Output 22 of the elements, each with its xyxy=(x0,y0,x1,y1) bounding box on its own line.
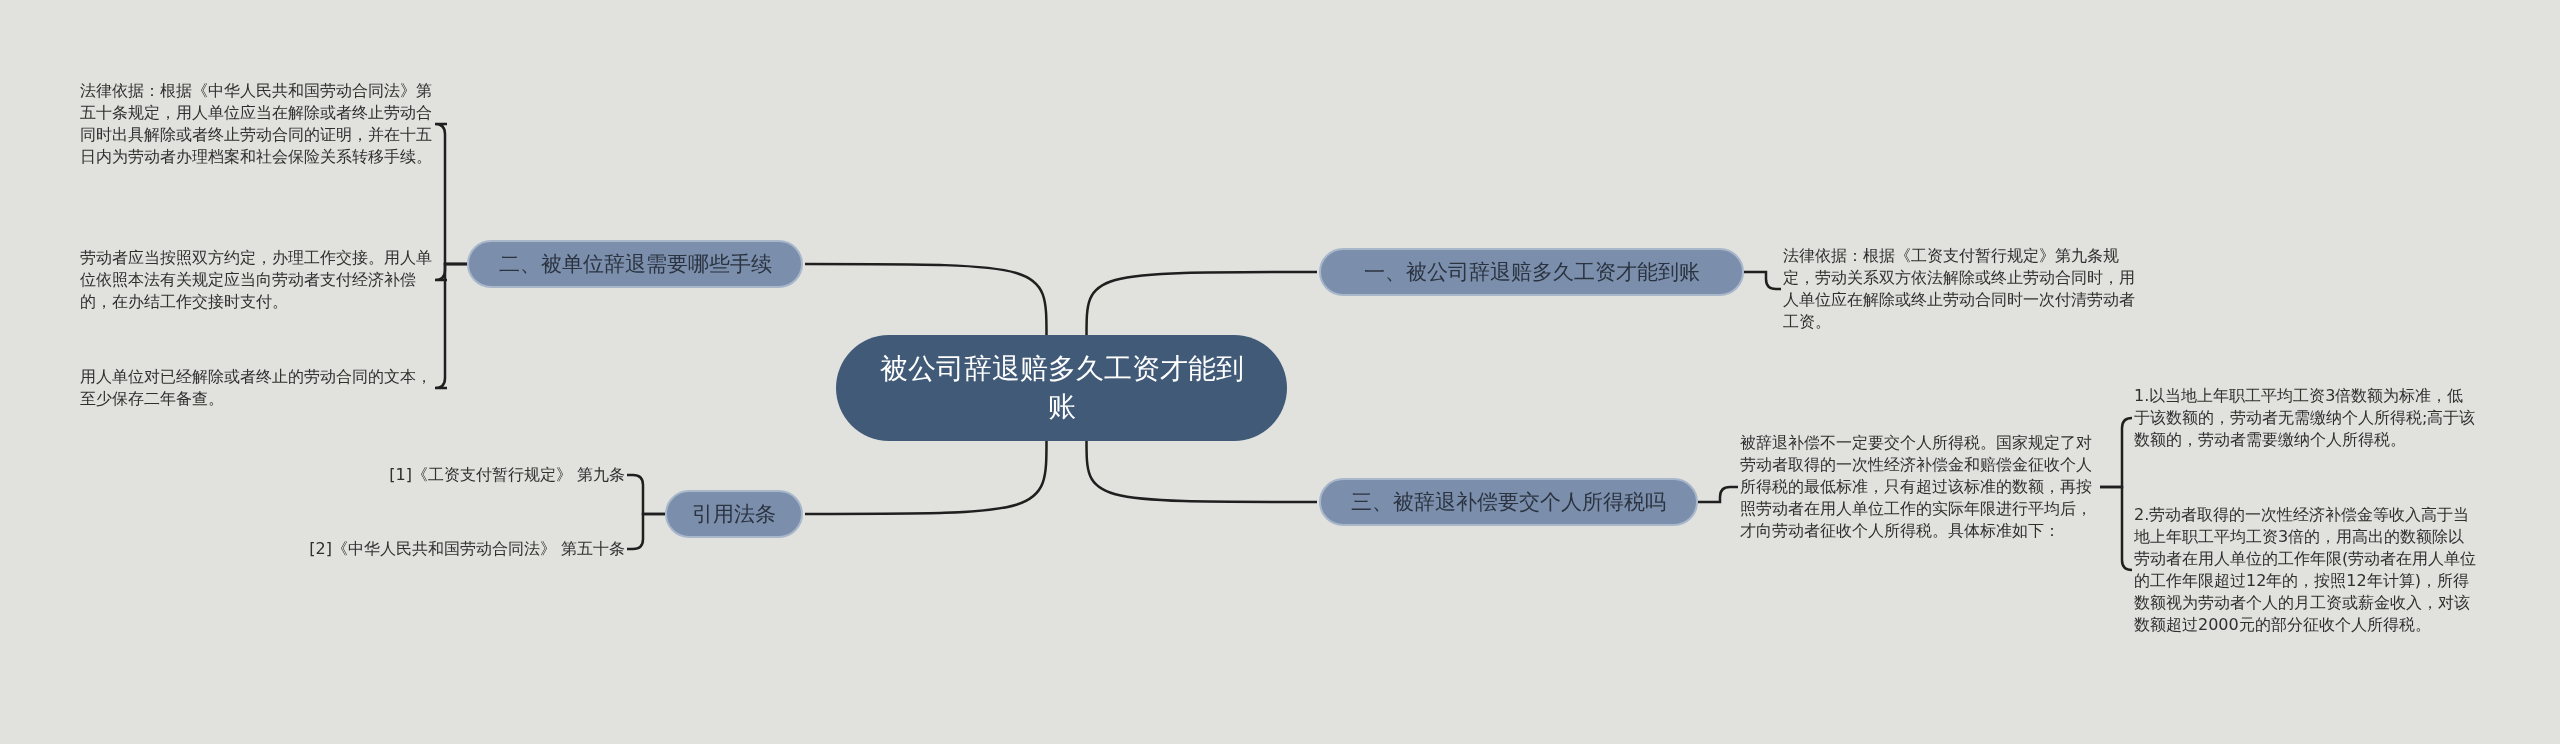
note-text: [1]《工资支付暂行规定》 第九条 xyxy=(389,464,625,486)
note-text: 2.劳动者取得的一次性经济补偿金等收入高于当地上年职工平均工资3倍的，用高出的数额除以劳动者在用人单位的工作年限(劳动者在用人单位的工作年限超过12年的，按照12年计算)，所得数额视为劳动者个人的月工资或薪金收入，对该数额超过2000元的部分征收个人所得税。 xyxy=(2134,504,2479,636)
connector-line xyxy=(805,440,1048,516)
topic-box: 三、被辞退补偿要交个人所得税吗 xyxy=(1319,478,1698,526)
note-text: 1.以当地上年职工平均工资3倍数额为标准，低于该数额的，劳动者无需缴纳个人所得税;高于该数额的，劳动者需要缴纳个人所得税。 xyxy=(2134,385,2479,451)
topic-box: 引用法条 xyxy=(665,490,803,538)
note-text: [2]《中华人民共和国劳动合同法》 第五十条 xyxy=(309,538,625,560)
note-text: 劳动者应当按照双方约定，办理工作交接。用人单位依照本法有关规定应当向劳动者支付经济补偿的，在办结工作交接时支付。 xyxy=(80,247,445,313)
central-topic: 被公司辞退赔多久工资才能到账 xyxy=(836,335,1287,441)
connector-line xyxy=(1698,485,1738,504)
topic-box: 二、被单位辞退需要哪些手续 xyxy=(467,240,803,288)
connector-line xyxy=(2100,485,2134,572)
connector-line xyxy=(1744,270,1781,291)
connector-line xyxy=(1085,270,1317,336)
note-text: 法律依据：根据《中华人民共和国劳动合同法》第五十条规定，用人单位应当在解除或者终止劳动合同时出具解除或者终止劳动合同的证明，并在十五日内为劳动者办理档案和社会保险关系转移手续。 xyxy=(80,80,445,168)
note-text: 用人单位对已经解除或者终止的劳动合同的文本，至少保存二年备查。 xyxy=(80,366,445,410)
topic-box: 一、被公司辞退赔多久工资才能到账 xyxy=(1319,248,1744,296)
connector-line xyxy=(805,262,1048,336)
connector-line xyxy=(627,512,665,551)
connector-line xyxy=(1085,440,1317,504)
note-text: 法律依据：根据《工资支付暂行规定》第九条规定，劳动关系双方依法解除或终止劳动合同时，用人单位应在解除或终止劳动合同时一次付清劳动者工资。 xyxy=(1783,245,2143,333)
note-text: 被辞退补偿不一定要交个人所得税。国家规定了对劳动者取得的一次性经济补偿金和赔偿金征收个人所得税的最低标准，只有超过该标准的数额，再按照劳动者在用人单位工作的实际年限进行平均后，才向劳动者征收个人所得税。具体标准如下： xyxy=(1740,432,2100,542)
